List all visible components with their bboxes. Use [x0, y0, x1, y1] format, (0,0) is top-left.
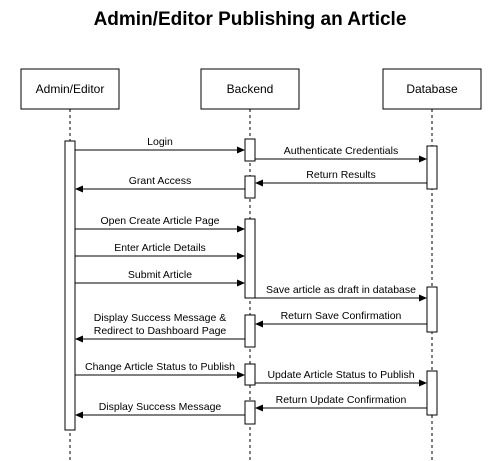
message-14: Display Success Message	[75, 401, 245, 419]
message-1: Login	[75, 136, 245, 154]
participant-label: Backend	[227, 82, 274, 96]
message-label: Return Save Confirmation	[281, 310, 402, 322]
arrowhead-icon	[419, 294, 427, 302]
arrowhead-icon	[237, 279, 245, 287]
message-11: Change Article Status to Publish	[75, 361, 245, 379]
message-6: Enter Article Details	[75, 242, 245, 260]
participant-box	[200, 68, 300, 110]
activation-bar	[426, 370, 438, 416]
message-3: Return Results	[255, 169, 427, 187]
participant-p1: Admin/Editor	[20, 68, 120, 110]
message-label: Return Update Confirmation	[276, 394, 407, 406]
arrowhead-icon	[237, 225, 245, 233]
arrowhead-icon	[75, 411, 83, 419]
activation-bar	[244, 218, 256, 299]
participant-p2: Backend	[200, 68, 300, 110]
message-2: Authenticate Credentials	[255, 145, 427, 163]
activation-bar	[244, 363, 256, 386]
arrowhead-icon	[419, 379, 427, 387]
message-label: Change Article Status to Publish	[85, 361, 235, 373]
activation-bar	[244, 314, 256, 348]
arrowhead-icon	[255, 320, 263, 328]
message-label: Authenticate Credentials	[284, 145, 398, 157]
arrowhead-icon	[237, 146, 245, 154]
message-9: Return Save Confirmation	[255, 310, 427, 328]
participant-box	[382, 68, 482, 110]
participant-p3: Database	[382, 68, 482, 110]
message-label: Grant Access	[129, 175, 191, 187]
message-7: Submit Article	[75, 269, 245, 287]
arrowhead-icon	[255, 179, 263, 187]
activation-bar	[244, 175, 256, 199]
message-12: Update Article Status to Publish	[255, 369, 427, 387]
message-10: Display Success Message &Redirect to Das…	[75, 312, 245, 343]
arrowhead-icon	[237, 252, 245, 260]
arrowhead-icon	[237, 371, 245, 379]
message-label: Display Success Message	[99, 401, 222, 413]
message-5: Open Create Article Page	[75, 215, 245, 233]
participant-box	[20, 68, 120, 110]
arrowhead-icon	[75, 335, 83, 343]
activation-bar	[244, 400, 256, 425]
message-label: Display Success Message &	[94, 312, 226, 324]
message-label: Redirect to Dashboard Page	[94, 325, 227, 337]
message-label: Enter Article Details	[114, 242, 206, 254]
message-label: Login	[147, 136, 173, 148]
activation-bar	[426, 286, 438, 333]
message-label: Update Article Status to Publish	[267, 369, 414, 381]
message-4: Grant Access	[75, 175, 245, 193]
activation-bar	[426, 145, 438, 190]
message-label: Open Create Article Page	[100, 215, 219, 227]
diagram-title: Admin/Editor Publishing an Article	[94, 9, 407, 30]
activation-bar	[244, 138, 256, 162]
participant-label: Database	[406, 82, 458, 96]
arrowhead-icon	[419, 155, 427, 163]
message-8: Save article as draft in database	[255, 284, 427, 302]
arrowhead-icon	[255, 404, 263, 412]
activation-bar	[64, 140, 76, 431]
message-label: Submit Article	[128, 269, 192, 281]
message-13: Return Update Confirmation	[255, 394, 427, 412]
arrowhead-icon	[75, 185, 83, 193]
participant-label: Admin/Editor	[36, 82, 105, 96]
message-label: Save article as draft in database	[266, 284, 416, 296]
message-label: Return Results	[306, 169, 375, 181]
